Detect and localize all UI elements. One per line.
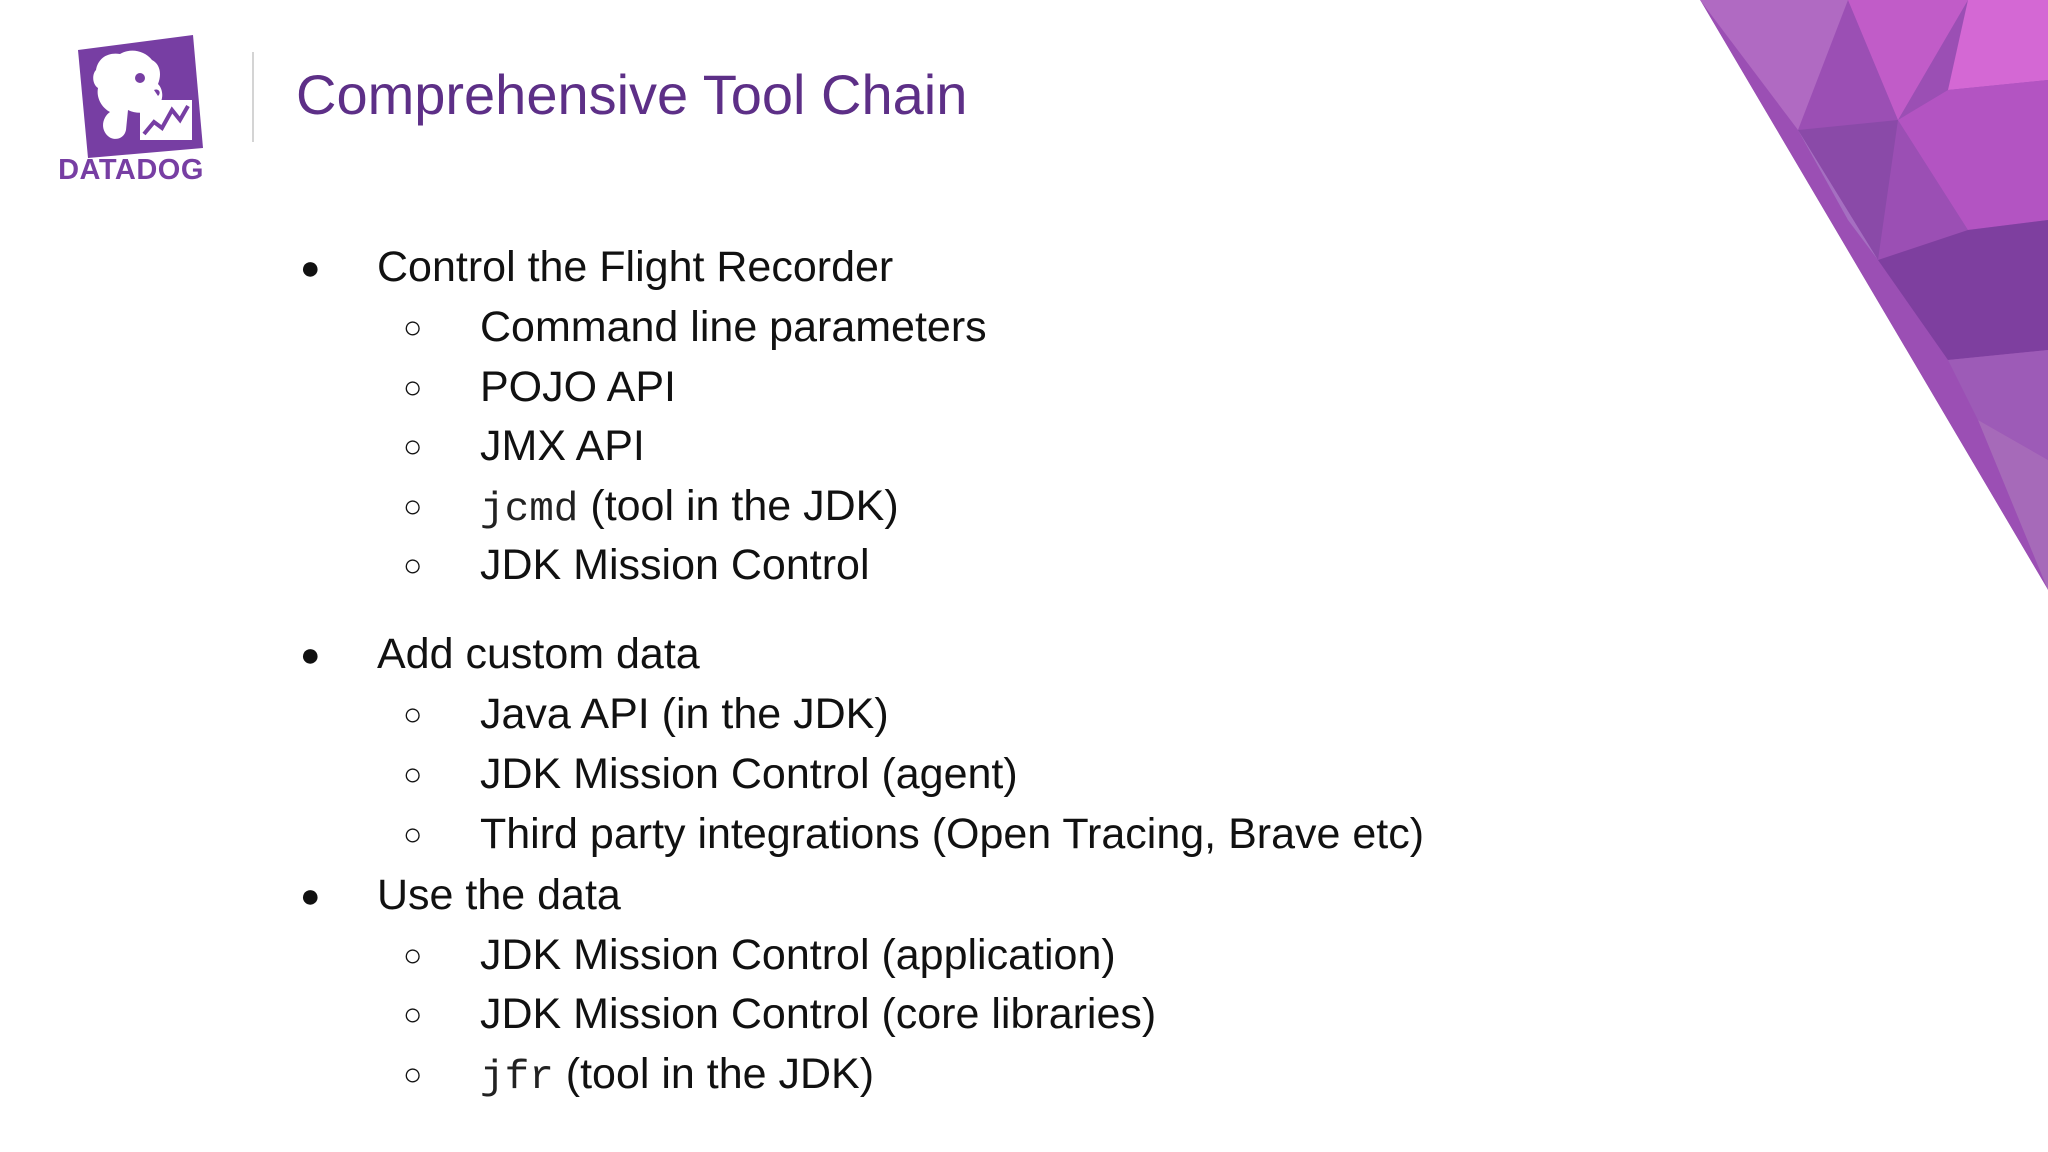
bullet-text: Third party integrations (Open Tracing, …	[480, 810, 1425, 858]
bullet-text: Command line parameters	[480, 303, 987, 351]
sub-bullet-item: ○ JDK Mission Control	[403, 541, 870, 590]
datadog-logo: DATADOG	[46, 30, 216, 190]
bullet-circle-icon: ○	[403, 816, 423, 852]
sub-bullet-item: ○ jfr (tool in the JDK)	[403, 1050, 875, 1101]
bullet-circle-icon: ○	[403, 756, 423, 792]
sub-bullet-item: ○ JDK Mission Control (core libraries)	[403, 990, 1157, 1039]
bullet-item: ● Add custom data	[300, 630, 700, 679]
bullet-text: (tool in the JDK)	[578, 482, 899, 530]
code-text: jcmd	[480, 487, 579, 533]
bullet-text: Add custom data	[377, 630, 700, 678]
bullet-item: ● Control the Flight Recorder	[300, 243, 894, 292]
bullet-dot-icon: ●	[300, 877, 321, 915]
bullet-text: Control the Flight Recorder	[377, 243, 894, 291]
datadog-dog-icon	[78, 35, 203, 158]
slide-title: Comprehensive Tool Chain	[296, 63, 968, 126]
header-divider	[252, 52, 254, 142]
bullet-circle-icon: ○	[403, 696, 423, 732]
decorative-polygon-background	[1700, 0, 2048, 590]
sub-bullet-item: ○ jcmd (tool in the JDK)	[403, 482, 899, 533]
bullet-dot-icon: ●	[300, 249, 321, 287]
sub-bullet-item: ○ JDK Mission Control (agent)	[403, 750, 1018, 799]
bullet-text: JDK Mission Control (core libraries)	[480, 990, 1157, 1038]
bullet-circle-icon: ○	[403, 1056, 423, 1092]
bullet-circle-icon: ○	[403, 369, 423, 405]
bullet-item: ● Use the data	[300, 871, 621, 920]
bullet-text: JDK Mission Control (application)	[480, 931, 1116, 979]
sub-bullet-item: ○ JMX API	[403, 422, 645, 471]
sub-bullet-item: ○ Third party integrations (Open Tracing,…	[403, 810, 1425, 859]
sub-bullet-item: ○ JDK Mission Control (application)	[403, 931, 1116, 980]
sub-bullet-item: ○ Command line parameters	[403, 303, 987, 352]
sub-bullet-item: ○ Java API (in the JDK)	[403, 690, 889, 739]
code-text: jfr	[480, 1055, 554, 1101]
bullet-circle-icon: ○	[403, 547, 423, 583]
sub-bullet-item: ○ POJO API	[403, 363, 676, 412]
bullet-circle-icon: ○	[403, 937, 423, 973]
bullet-circle-icon: ○	[403, 309, 423, 345]
bullet-circle-icon: ○	[403, 488, 423, 524]
bullet-text: JMX API	[480, 422, 645, 470]
logo-wordmark: DATADOG	[58, 154, 204, 186]
bullet-dot-icon: ●	[300, 636, 321, 674]
bullet-text: POJO API	[480, 363, 676, 411]
bullet-circle-icon: ○	[403, 996, 423, 1032]
bullet-text: JDK Mission Control	[480, 541, 870, 589]
bullet-text: Java API (in the JDK)	[480, 690, 889, 738]
bullet-text: JDK Mission Control (agent)	[480, 750, 1018, 798]
bullet-circle-icon: ○	[403, 428, 423, 464]
bullet-text: Use the data	[377, 871, 621, 919]
bullet-text: (tool in the JDK)	[553, 1050, 875, 1098]
